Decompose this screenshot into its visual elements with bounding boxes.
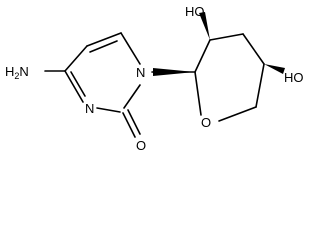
wedge-bond-c4-oh: [264, 64, 285, 74]
double-bond-c4-n3: [70, 71, 86, 97]
bond-c4-n3: [64, 70, 84, 103]
bond-c2-c3: [209, 33, 244, 41]
bond-c5-o: [218, 106, 257, 122]
ring-oxygen-label: O: [201, 115, 211, 130]
bond-n3-c2: [96, 107, 121, 113]
bond-c2-n1: [123, 84, 141, 109]
bond-c2-o: [122, 112, 136, 138]
carbonyl-bond: [122, 109, 141, 138]
double-bond-c5-c6: [89, 40, 118, 53]
bond-c5-c4: [64, 45, 88, 72]
bond-c6-c5: [86, 32, 122, 47]
bond-c3-c4: [242, 33, 265, 65]
pyrimidinone-ring: [64, 32, 141, 113]
double-bond-c2-o: [127, 109, 141, 135]
amine-n: N: [19, 64, 28, 79]
hydroxyl-right-label: HO: [284, 70, 304, 85]
chemical-structure: H2N N N O O HO HO: [5, 4, 304, 153]
ring-n3-label: N: [85, 101, 94, 116]
sugar-ring: [194, 33, 265, 122]
carbonyl-oxygen-label: O: [136, 138, 146, 153]
hydroxyl-top-label: HO: [185, 4, 205, 19]
wedge-bond-c2-oh: [199, 12, 210, 40]
wedge-bond-c1-n: [153, 68, 195, 76]
bond-c1-c2: [194, 39, 211, 73]
amine-h-count: 2: [14, 71, 19, 81]
bond-n1-c6: [120, 32, 141, 65]
ring-n1-label: N: [136, 65, 145, 80]
amine-h: H: [5, 64, 14, 79]
amine-label: H2N: [5, 64, 29, 81]
bond-c4-c5: [255, 63, 265, 108]
bond-o-c1: [194, 71, 202, 116]
